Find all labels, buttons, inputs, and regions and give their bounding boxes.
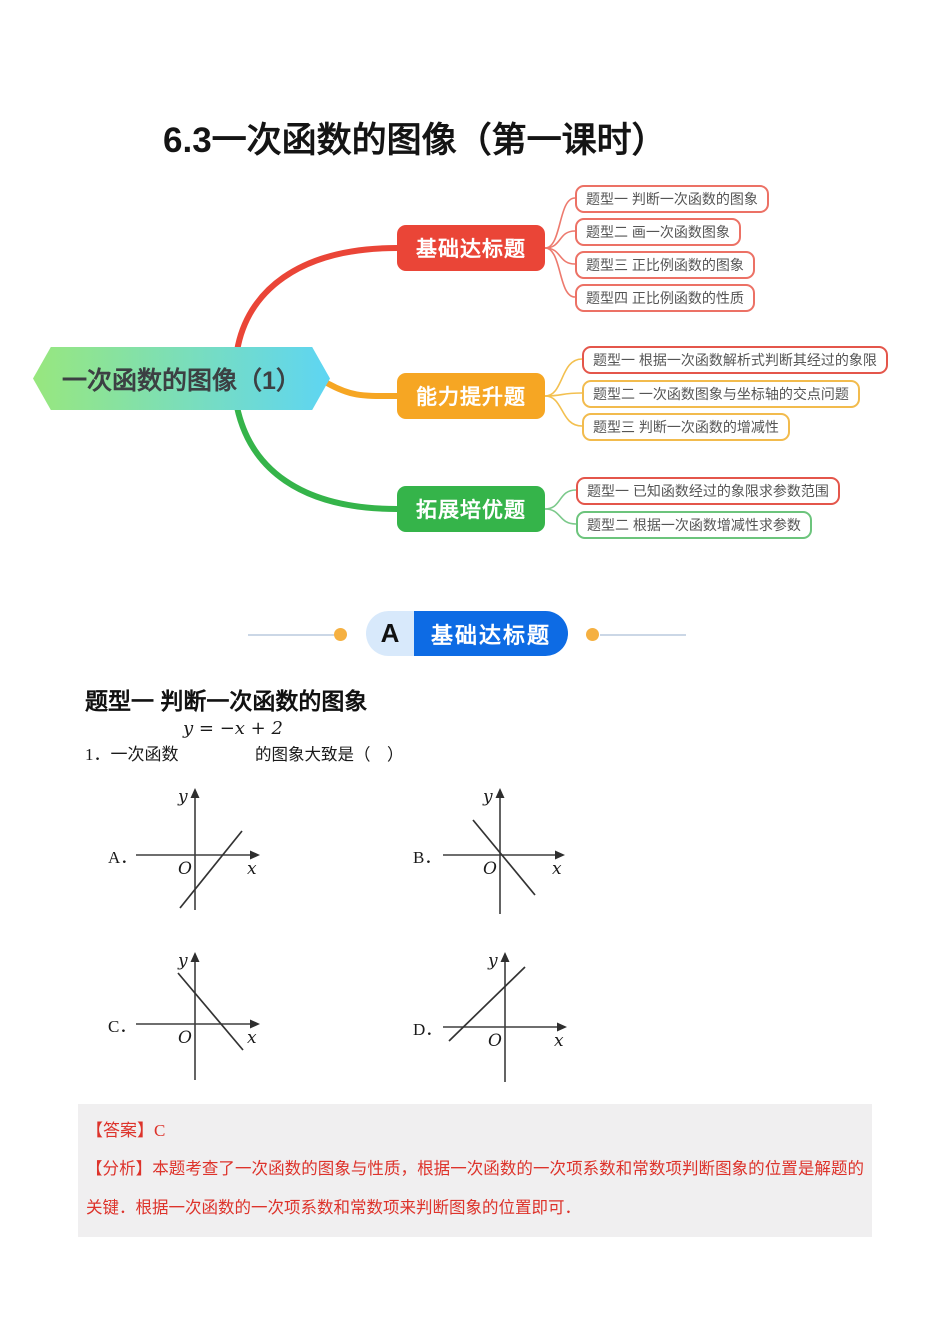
y-arrow [500,952,510,962]
option-label-c: C． [108,1017,137,1036]
analysis-paragraph: 【分析】本题考查了一次函数的图象与性质，根据一次函数的一次项系数和常数项判断图象… [86,1149,864,1227]
leaf-label: 题型二 根据一次函数增减性求参数 [587,517,801,533]
y-label: y [482,787,493,807]
leaf-node: 题型一 已知函数经过的象限求参数范围 [576,477,840,505]
leaf-connector [544,230,576,249]
branch-curve-basic [234,245,400,354]
leaf-node: 题型二 画一次函数图象 [575,218,741,246]
branch-label: 拓展培优题 [416,499,526,522]
leaf-connector [544,247,576,298]
branch-node-expand: 拓展培优题 [397,486,545,532]
function-line [472,819,536,896]
page-title: 6.3一次函数的图像（第一课时） [163,121,667,160]
x-arrow [250,1019,260,1029]
function-line [448,966,526,1042]
section-title-label: 基础达标题 [430,622,551,648]
leaf-connector [544,392,583,397]
y-arrow [190,952,200,962]
leaf-connector [544,508,577,525]
branch-label: 能力提升题 [416,386,526,409]
option-label-b: B． [413,848,442,867]
leaf-node: 题型二 一次函数图象与坐标轴的交点问题 [582,380,860,408]
branch-curve-expand [234,404,400,512]
y-arrow [495,788,505,798]
leaf-node: 题型一 判断一次函数的图象 [575,185,769,213]
leaf-node: 题型四 正比例函数的性质 [575,284,755,312]
problem-type-heading: 题型一 判断一次函数的图象 [85,688,368,714]
leaf-node: 题型二 根据一次函数增减性求参数 [576,511,812,539]
origin-label: O [488,1031,502,1051]
branch-curve-ability [324,380,400,400]
header-dot-left [334,628,347,641]
origin-label: O [178,1028,192,1048]
branch-node-ability: 能力提升题 [397,373,545,419]
x-arrow [250,850,260,860]
leaf-connector [544,197,576,249]
section-badge: A [366,611,414,656]
x-label: x [554,1031,564,1051]
x-arrow [555,850,565,860]
leaf-node: 题型三 判断一次函数的增减性 [582,413,790,441]
leaf-label: 题型一 根据一次函数解析式判断其经过的象限 [593,352,877,368]
header-line-right [600,634,686,636]
leaf-label: 题型三 判断一次函数的增减性 [593,419,779,435]
branch-label: 基础达标题 [416,238,526,261]
question-number-and-prefix: 1．一次函数 [85,745,179,764]
origin-label: O [178,859,192,879]
x-label: x [247,1028,257,1048]
leaf-label: 题型三 正比例函数的图象 [586,257,744,273]
x-label: x [247,859,257,879]
origin-label: O [483,859,497,879]
function-line [179,830,243,909]
answer-label: 【答案】 [86,1121,154,1140]
leaf-label: 题型二 画一次函数图象 [586,224,730,240]
analysis-text: 本题考查了一次函数的图象与性质，根据一次函数的一次项系数和常数项判断图象的位置是… [86,1159,865,1217]
leaf-connector [544,358,583,397]
section-title-pill: 基础达标题 [414,611,568,656]
leaf-label: 题型二 一次函数图象与坐标轴的交点问题 [593,386,849,402]
x-arrow [557,1022,567,1032]
option-label-d: D． [413,1020,443,1039]
leaf-node: 题型三 正比例函数的图象 [575,251,755,279]
leaf-connector [544,489,577,510]
y-label: y [177,951,188,971]
leaf-label: 题型一 判断一次函数的图象 [586,191,758,207]
leaf-connector [544,247,576,265]
option-graph-b: y x O [443,787,565,914]
option-label-a: A． [108,848,138,867]
y-label: y [487,951,498,971]
y-label: y [177,787,188,807]
y-arrow [190,788,200,798]
leaf-node: 题型一 根据一次函数解析式判断其经过的象限 [582,346,888,374]
header-line-left [248,634,334,636]
leaf-label: 题型一 已知函数经过的象限求参数范围 [587,483,829,499]
answer-value: C [154,1121,166,1140]
branch-node-basic: 基础达标题 [397,225,545,271]
option-graph-d: y x O [443,951,567,1082]
answer-block: 【答案】C 【分析】本题考查了一次函数的图象与性质，根据一次函数的一次项系数和常… [78,1104,872,1237]
x-label: x [552,859,562,879]
analysis-label: 【分析】 [86,1159,153,1178]
mindmap-root-label: 一次函数的图像（1） [62,366,301,395]
leaf-label: 题型四 正比例函数的性质 [586,290,744,306]
function-line [177,972,244,1051]
section-badge-letter: A [380,618,400,648]
answer-line: 【答案】C [86,1116,864,1141]
option-graph-c: y x O [136,951,260,1080]
header-dot-right [586,628,599,641]
mindmap-root-node: 一次函数的图像（1） [33,347,330,410]
question-suffix: 的图象大致是（ ） [255,745,404,764]
option-graph-a: y x O [136,787,260,910]
question-formula: y = −x + 2 [183,718,283,739]
leaf-connector [544,395,583,427]
